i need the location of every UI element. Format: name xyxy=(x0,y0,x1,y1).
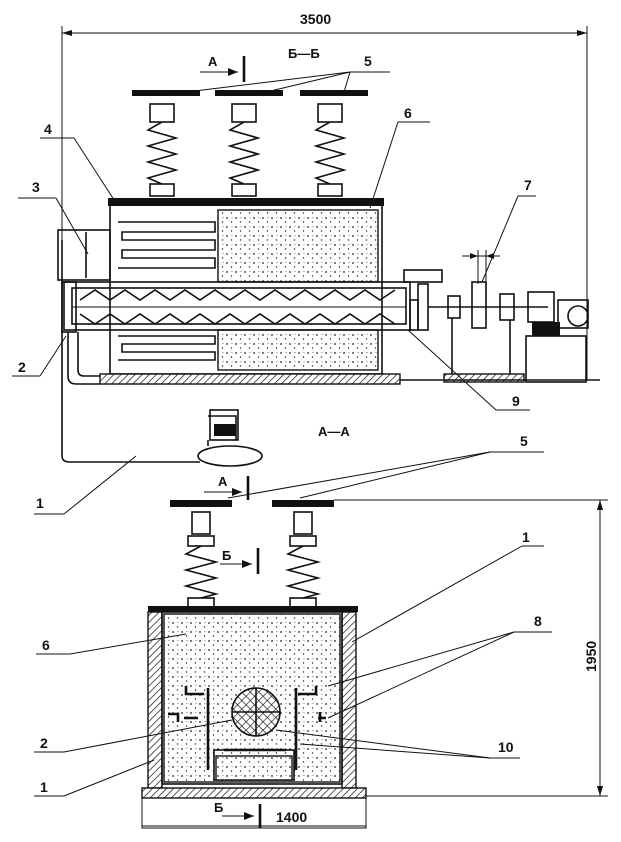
callout-4-top: 4 xyxy=(44,121,52,137)
section-view: A—A A Б xyxy=(34,424,608,829)
callout-5-section: 5 xyxy=(520,433,528,449)
cut-mark-b-lower: Б xyxy=(214,800,262,828)
rotary-drum xyxy=(63,281,411,331)
callout-8-section: 8 xyxy=(534,613,542,629)
callout-2-top: 2 xyxy=(18,359,26,375)
callout-6-section: 6 xyxy=(42,637,50,653)
callout-10-section: 10 xyxy=(498,739,514,755)
cut-label-b: Б xyxy=(222,548,231,563)
inlet-chute xyxy=(57,229,111,385)
leaders-top xyxy=(12,71,536,411)
cut-mark-a-top: A xyxy=(200,54,246,82)
base-plate-section xyxy=(141,787,367,799)
dimension-width-value: 1400 xyxy=(276,809,307,825)
dimension-height-value: 1950 xyxy=(583,641,599,672)
leaders-section xyxy=(34,451,552,797)
dimension-height: 1950 xyxy=(334,499,608,797)
callout-7-top: 7 xyxy=(524,177,532,193)
callout-1-bottom: 1 xyxy=(40,779,48,795)
furnace-housing-top xyxy=(108,198,384,375)
drive-assembly xyxy=(403,250,589,383)
heater-elements-section xyxy=(168,686,326,770)
furnace-housing-section xyxy=(147,606,358,789)
spring-mounts-section xyxy=(170,500,334,609)
heater-coils-upper xyxy=(118,221,216,269)
cut-label-a: A xyxy=(208,54,218,69)
cut-mark-a-bottom: A xyxy=(204,474,250,500)
section-title-aa: A—A xyxy=(318,424,350,439)
cut-label-a-2: A xyxy=(218,474,228,489)
callout-9-top: 9 xyxy=(512,393,520,409)
dimension-length: 3500 xyxy=(300,11,331,27)
callout-6-top: 6 xyxy=(404,105,412,121)
dimension-width: 1400 xyxy=(142,809,366,827)
callout-2-section: 2 xyxy=(40,735,48,751)
top-view: 3500 A Б—Б xyxy=(12,11,600,467)
callout-1-fan: 1 xyxy=(36,495,44,511)
base-plate-top xyxy=(99,373,401,385)
spring-mounts-top xyxy=(132,90,368,197)
section-title-bb: Б—Б xyxy=(288,46,320,61)
callout-5-top: 5 xyxy=(364,53,372,69)
cut-label-b-2: Б xyxy=(214,800,223,815)
cut-mark-b-upper: Б xyxy=(220,548,260,574)
heater-coils-lower xyxy=(118,335,216,361)
callout-3-top: 3 xyxy=(32,179,40,195)
callout-1-section: 1 xyxy=(522,529,530,545)
exhaust-pipe xyxy=(61,240,263,467)
